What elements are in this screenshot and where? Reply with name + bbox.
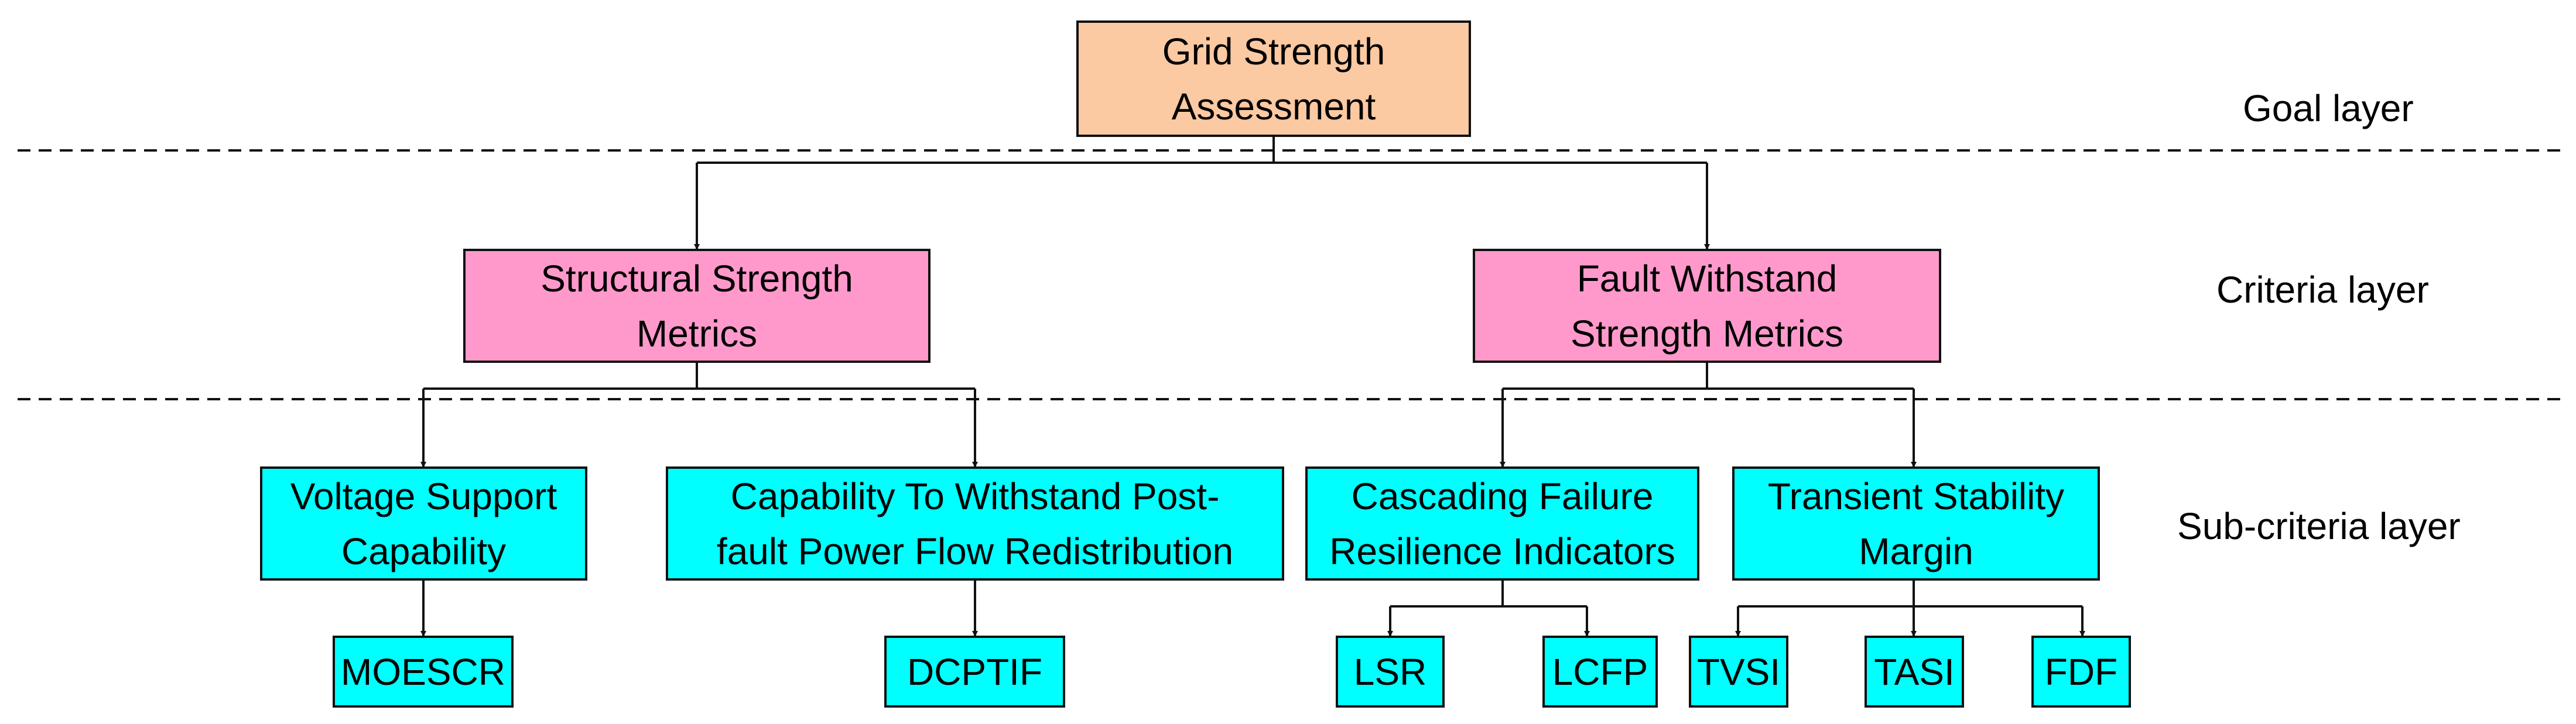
- indicator-label-lsr: LSR: [1353, 650, 1427, 693]
- indicator-label-dcptif: DCPTIF: [906, 650, 1043, 693]
- connector-fault: [1503, 363, 1914, 390]
- criteria-label-fault: Fault Withstand Strength Metrics: [1571, 257, 1843, 355]
- connector-transient: [1738, 581, 2082, 608]
- goal-node: Grid Strength Assessment: [1076, 20, 1471, 137]
- indicator-label-moescr: MOESCR: [341, 650, 505, 693]
- connector-cascading: [1390, 581, 1587, 608]
- indicator-moescr: MOESCR: [333, 636, 514, 708]
- goal-label: Grid Strength Assessment: [1162, 30, 1386, 128]
- indicator-tasi: TASI: [1865, 636, 1964, 708]
- criteria-node-fault: Fault Withstand Strength Metrics: [1473, 249, 1941, 363]
- indicator-lsr: LSR: [1336, 636, 1445, 708]
- subcriteria-node-transient: Transient Stability Margin: [1732, 466, 2100, 581]
- subcriteria-label-cascading: Cascading Failure Resilience Indicators: [1329, 475, 1675, 572]
- indicator-lcfp: LCFP: [1542, 636, 1658, 708]
- subcriteria-label-transient: Transient Stability Margin: [1767, 475, 2065, 572]
- connector-goal: [697, 137, 1707, 164]
- indicator-tvsi: TVSI: [1689, 636, 1788, 708]
- indicator-label-tvsi: TVSI: [1696, 650, 1781, 693]
- indicator-label-fdf: FDF: [2044, 650, 2118, 693]
- indicator-fdf: FDF: [2031, 636, 2131, 708]
- subcriteria-node-capability: Capability To Withstand Post- fault Powe…: [666, 466, 1284, 581]
- layer-label-sub: Sub-criteria layer: [2177, 505, 2461, 547]
- subcriteria-label-voltage: Voltage Support Capability: [290, 475, 557, 572]
- subcriteria-node-voltage: Voltage Support Capability: [260, 466, 587, 581]
- indicator-dcptif: DCPTIF: [884, 636, 1065, 708]
- indicator-label-tasi: TASI: [1874, 650, 1955, 693]
- indicator-label-lcfp: LCFP: [1552, 650, 1648, 693]
- subcriteria-label-capability: Capability To Withstand Post- fault Powe…: [716, 475, 1234, 572]
- layer-label-goal: Goal layer: [2243, 87, 2414, 129]
- connector-structural: [423, 363, 975, 390]
- criteria-node-structural: Structural Strength Metrics: [463, 249, 930, 363]
- criteria-label-structural: Structural Strength Metrics: [540, 257, 853, 355]
- layer-label-criteria: Criteria layer: [2216, 269, 2429, 311]
- subcriteria-node-cascading: Cascading Failure Resilience Indicators: [1305, 466, 1699, 581]
